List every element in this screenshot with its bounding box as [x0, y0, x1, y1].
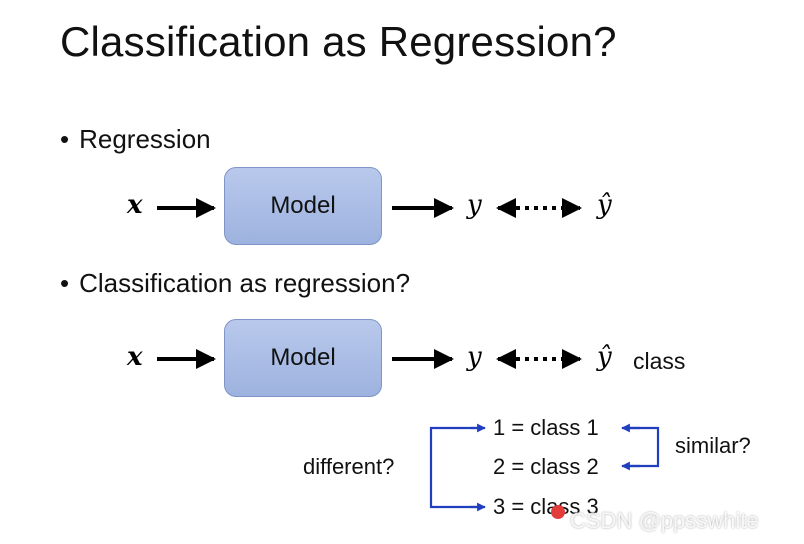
slide-title: Classification as Regression?	[60, 18, 617, 65]
model-box: Model	[224, 319, 382, 397]
class-item-2: 2 = class 2	[493, 454, 599, 479]
similar-label: similar?	[675, 433, 751, 458]
bullet-dot: •	[60, 268, 70, 298]
class-item-1: 1 = class 1	[493, 415, 599, 440]
bullet-regression: • Regression	[60, 124, 211, 155]
input-x-label: x	[127, 342, 143, 372]
class-note: class	[633, 348, 686, 374]
different-label: different?	[303, 454, 395, 479]
bullet-regression-text: Regression	[79, 124, 211, 154]
watermark: CSDN @ppsswhite	[570, 508, 759, 533]
cursor-dot	[551, 505, 565, 519]
model-label: Model	[270, 344, 336, 371]
model-label: Model	[270, 192, 336, 219]
target-yhat-label: ŷ	[597, 190, 612, 220]
bullet-dot: •	[60, 124, 70, 154]
output-y-label: y	[467, 190, 482, 220]
output-y-label: y	[467, 342, 482, 372]
bullet-classification: • Classification as regression?	[60, 268, 410, 299]
input-x-label: x	[127, 190, 143, 220]
class-item-3: 3 = class 3	[493, 494, 599, 519]
bracket-different	[429, 426, 482, 509]
bullet-classification-text: Classification as regression?	[79, 268, 411, 298]
target-yhat-label: ŷ	[597, 342, 612, 372]
bracket-similar	[626, 426, 660, 468]
model-box: Model	[224, 167, 382, 245]
